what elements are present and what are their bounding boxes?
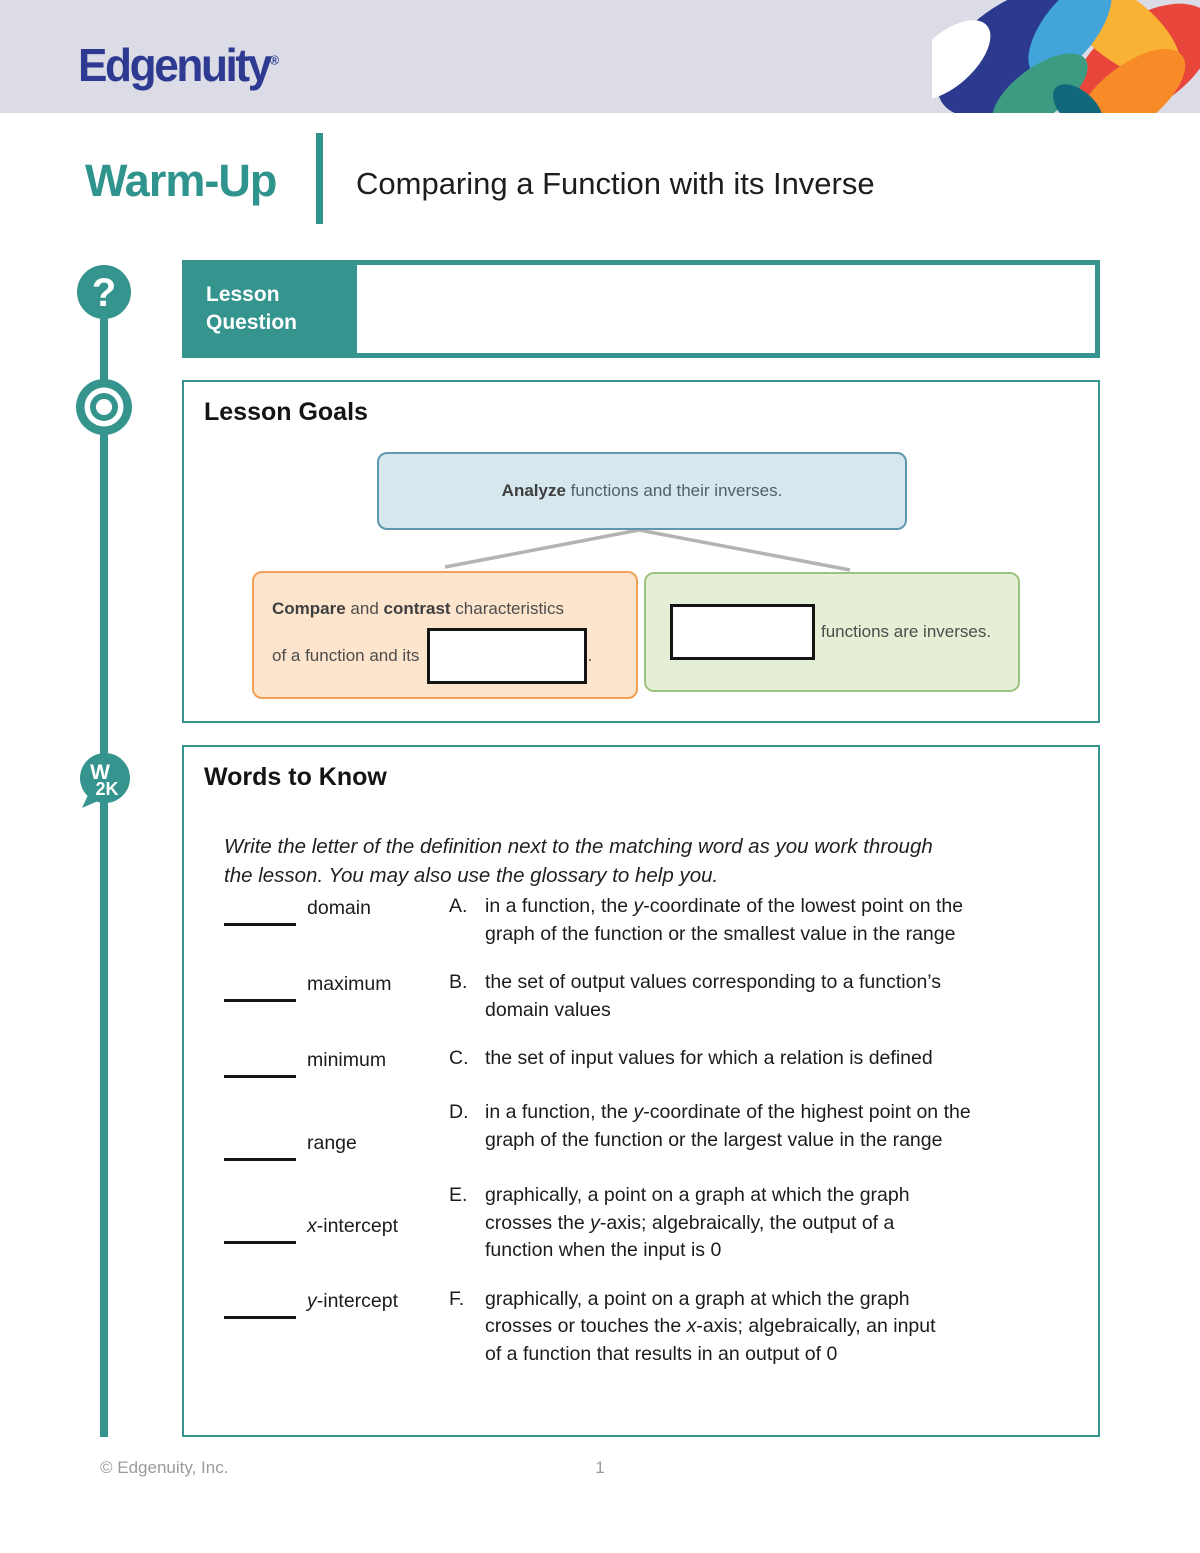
edgenuity-logo: Edgenuity®	[78, 42, 279, 88]
word-row: domain A. in a function, the y-coordinat…	[224, 893, 1084, 948]
rail-line	[100, 292, 108, 1437]
word-row: range D. in a function, the y-coordinate…	[224, 1099, 1084, 1161]
definition-letter: A.	[449, 895, 468, 917]
definition-letter: C.	[449, 1047, 469, 1069]
footer-copyright: © Edgenuity, Inc.	[100, 1458, 229, 1477]
definition-letter: B.	[449, 971, 468, 993]
goal-node-compare: Compare and contrast characteristics of …	[252, 571, 638, 699]
page-title: Comparing a Function with its Inverse	[356, 166, 875, 201]
page-kicker: Warm-Up	[85, 155, 277, 206]
page-number: 1	[595, 1458, 605, 1477]
answer-blank[interactable]	[224, 1045, 296, 1078]
brand-text: Edgenuity	[78, 39, 272, 91]
pinwheel-logo-icon	[932, 0, 1200, 113]
term-cell: minimum	[224, 1045, 449, 1078]
term-label: y-intercept	[307, 1289, 399, 1312]
definition-text: graphically, a point on a graph at which…	[485, 1287, 936, 1365]
definition-text: the set of output values corresponding t…	[485, 971, 942, 1021]
w2k-glyph-bottom: 2K	[95, 779, 118, 799]
goal-node-analyze: Analyze functions and their inverses.	[377, 452, 907, 530]
title-divider	[316, 133, 323, 224]
answer-blank[interactable]	[224, 1286, 296, 1319]
term-cell: domain	[224, 893, 449, 948]
goal-compare-period: .	[587, 646, 593, 665]
goal-inverse-text: functions are inverses.	[821, 622, 992, 641]
word-row: y-intercept F. graphically, a point on a…	[224, 1286, 1084, 1369]
lesson-question-label-line2: Question	[206, 311, 298, 334]
definition-text: the set of input values for which a rela…	[485, 1047, 933, 1069]
term-label: minimum	[307, 1049, 387, 1071]
goal-compare-line2: of a function and its .	[272, 628, 618, 684]
definition-text: graphically, a point on a graph at which…	[485, 1184, 910, 1261]
goal-analyze-text: Analyze functions and their inverses.	[501, 481, 783, 500]
lesson-question-box: Lesson Question	[182, 260, 1100, 358]
lesson-goals-heading: Lesson Goals	[204, 398, 368, 426]
definition-letter: E.	[449, 1184, 468, 1206]
term-label: range	[307, 1132, 357, 1154]
matching-list: domain A. in a function, the y-coordinat…	[224, 893, 1084, 1389]
word-row: maximum B. the set of output values corr…	[224, 969, 1084, 1024]
definition-cell: B. the set of output values correspondin…	[449, 969, 941, 1024]
definition-letter: F.	[449, 1287, 465, 1310]
goal-compare-line1: Compare and contrast characteristics	[272, 599, 564, 618]
target-icon	[76, 379, 132, 435]
term-cell: range	[224, 1099, 449, 1161]
goal-node-inverse: functions are inverses.	[644, 572, 1020, 692]
term-cell: y-intercept	[224, 1286, 449, 1369]
answer-blank[interactable]	[224, 969, 296, 1002]
term-cell: maximum	[224, 969, 449, 1024]
definition-cell: D. in a function, the y-coordinate of th…	[449, 1099, 971, 1161]
definition-cell: C. the set of input values for which a r…	[449, 1045, 933, 1078]
words-to-know-heading: Words to Know	[204, 763, 387, 791]
word-row: minimum C. the set of input values for w…	[224, 1045, 1084, 1078]
question-icon: ?	[77, 265, 131, 319]
answer-blank[interactable]	[224, 1128, 296, 1161]
word-row: x-intercept E. graphically, a point on a…	[224, 1182, 1084, 1265]
definition-cell: F. graphically, a point on a graph at wh…	[449, 1286, 936, 1369]
words-to-know-box: Words to Know Write the letter of the de…	[182, 745, 1100, 1437]
words-instructions: Write the letter of the definition next …	[224, 835, 933, 887]
definition-text: in a function, the y-coordinate of the h…	[485, 1101, 971, 1151]
goal-compare-line2-text: of a function and its	[272, 646, 420, 665]
header-band: Edgenuity®	[0, 0, 1200, 113]
term-label: maximum	[307, 973, 392, 995]
goal-connector-lines	[444, 528, 851, 572]
lesson-question-label-line1: Lesson	[206, 283, 280, 306]
term-cell: x-intercept	[224, 1182, 449, 1265]
term-label: x-intercept	[307, 1215, 399, 1237]
answer-blank[interactable]	[224, 1211, 296, 1244]
words-to-know-icon: W 2K	[80, 753, 130, 808]
definition-letter: D.	[449, 1101, 469, 1123]
lesson-question-label: Lesson Question	[206, 281, 356, 337]
fill-in-box[interactable]	[670, 604, 815, 660]
question-glyph: ?	[92, 271, 116, 315]
answer-blank[interactable]	[224, 893, 296, 926]
fill-in-box[interactable]	[427, 628, 588, 684]
term-label: domain	[307, 897, 371, 919]
definition-cell: A. in a function, the y-coordinate of th…	[449, 893, 963, 948]
definition-cell: E. graphically, a point on a graph at wh…	[449, 1182, 910, 1265]
registered-mark: ®	[269, 52, 280, 68]
w2k-glyph-top: W	[90, 761, 110, 784]
lesson-question-answer-area[interactable]	[357, 265, 1095, 353]
definition-text: in a function, the y-coordinate of the l…	[485, 895, 964, 945]
lesson-goals-box: Lesson Goals Analyze functions and their…	[182, 380, 1100, 723]
